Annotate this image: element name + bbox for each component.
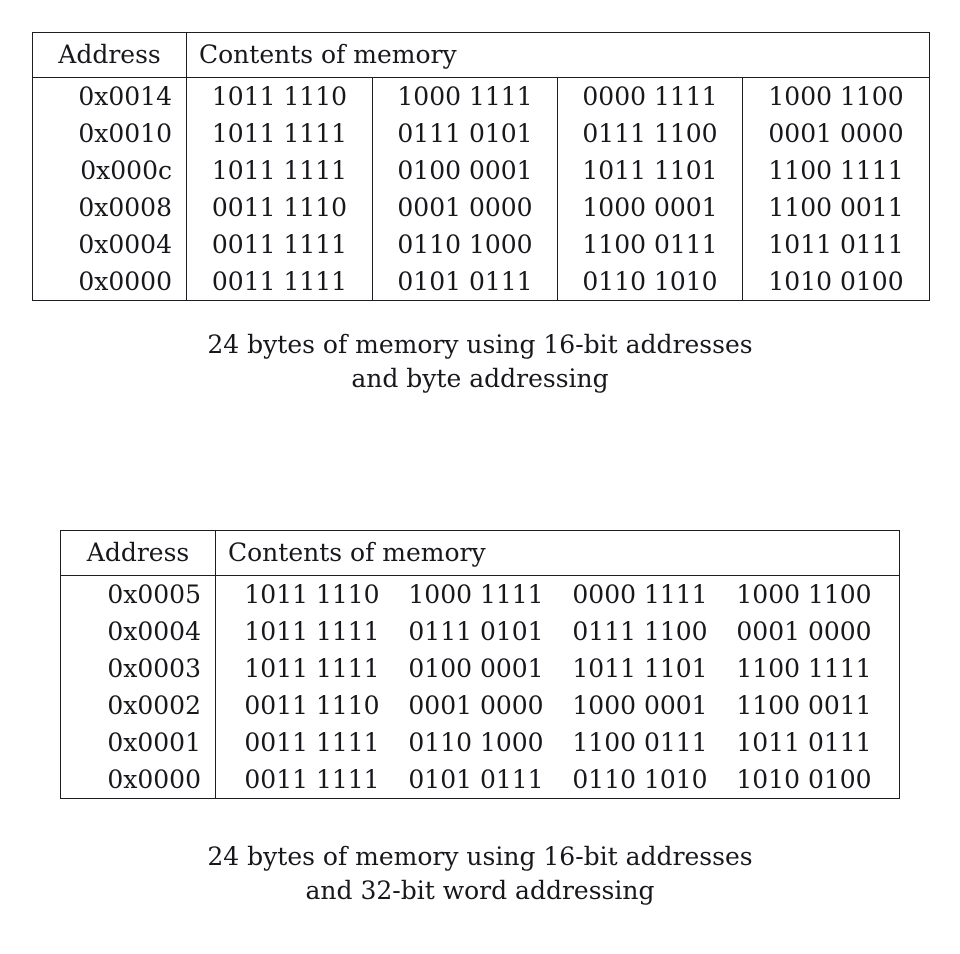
cell-byte: 0111 0101 bbox=[372, 115, 558, 152]
table-row: 0x0001 0011 1111 0110 1000 1100 0111 1011 0… bbox=[60, 724, 900, 761]
cell-byte: 0001 0000 bbox=[741, 115, 930, 152]
cell-byte: 1010 0100 bbox=[741, 263, 930, 301]
cell-byte: 1011 1101 bbox=[572, 654, 708, 683]
cell-address: 0x0010 bbox=[32, 115, 187, 152]
cell-byte: 1100 1111 bbox=[741, 152, 930, 189]
table-row: 0x0014 1011 1110 1000 1111 0000 1111 100… bbox=[32, 77, 930, 115]
table-row: 0x0010 1011 1111 0111 0101 0111 1100 000… bbox=[32, 115, 930, 152]
column-header-contents: Contents of memory bbox=[186, 32, 930, 78]
cell-byte: 1100 0111 bbox=[572, 728, 708, 757]
table-row: 0x0005 1011 1110 1000 1111 0000 1111 1000 1… bbox=[60, 575, 900, 614]
cell-byte: 1100 0011 bbox=[736, 691, 872, 720]
table-row: 0x0000 0011 1111 0101 0111 0110 1010 101… bbox=[32, 263, 930, 301]
cell-address: 0x0003 bbox=[60, 650, 216, 687]
cell-byte: 1011 1111 bbox=[244, 617, 380, 646]
cell-word-contents: 0011 1111 0101 0111 0110 1010 1010 0100 bbox=[216, 761, 900, 799]
cell-address: 0x000c bbox=[32, 152, 187, 189]
table-row: 0x0003 1011 1111 0100 0001 1011 1101 1100 1… bbox=[60, 650, 900, 687]
cell-byte: 1011 0111 bbox=[736, 728, 872, 757]
column-header-address: Address bbox=[32, 32, 187, 78]
cell-address: 0x0004 bbox=[60, 613, 216, 650]
cell-word-contents: 1011 1110 1000 1111 0000 1111 1000 1100 bbox=[216, 576, 900, 614]
cell-byte: 0100 0001 bbox=[408, 654, 544, 683]
memory-table-word-addressing: Address Contents of memory 0x0005 1011 1… bbox=[60, 530, 900, 799]
cell-byte: 0011 1111 bbox=[244, 765, 380, 794]
table-row: 0x0000 0011 1111 0101 0111 0110 1010 1010 0… bbox=[60, 761, 900, 799]
cell-byte: 1011 1111 bbox=[211, 156, 348, 185]
cell-address: 0x0000 bbox=[32, 263, 187, 301]
table-row: 0x0004 0011 1111 0110 1000 1100 0111 101… bbox=[32, 226, 930, 263]
cell-byte: 0001 0000 bbox=[408, 691, 544, 720]
caption-line-1: 24 bytes of memory using 16-bit addresse… bbox=[207, 842, 753, 871]
cell-byte: 0110 1010 bbox=[572, 765, 708, 794]
table-row: 0x0004 1011 1111 0111 0101 0111 1100 0001 0… bbox=[60, 613, 900, 650]
cell-byte: 1100 1111 bbox=[736, 654, 872, 683]
cell-byte: 0000 1111 bbox=[572, 580, 708, 609]
cell-byte: 1000 1100 bbox=[736, 580, 872, 609]
cell-word-contents: 0011 1111 0110 1000 1100 0111 1011 0111 bbox=[216, 724, 900, 761]
cell-byte: 0000 1111 bbox=[557, 77, 743, 115]
table-header-row: Address Contents of memory bbox=[32, 32, 930, 78]
cell-byte: 1100 0111 bbox=[557, 226, 743, 263]
cell-byte: 1000 0001 bbox=[557, 189, 743, 226]
cell-byte: 1100 0011 bbox=[741, 189, 930, 226]
cell-address: 0x0008 bbox=[32, 189, 187, 226]
cell-byte: 1011 1101 bbox=[557, 152, 743, 189]
caption-line-2: and 32-bit word addressing bbox=[305, 876, 655, 905]
cell-byte: 1011 1111 bbox=[211, 119, 348, 148]
figure-caption-word-addressing: 24 bytes of memory using 16-bit addresse… bbox=[0, 840, 960, 908]
column-header-address: Address bbox=[60, 530, 216, 576]
cell-byte: 0011 1110 bbox=[244, 691, 380, 720]
cell-byte: 0111 0101 bbox=[408, 617, 544, 646]
table-header-row: Address Contents of memory bbox=[60, 530, 900, 576]
cell-byte: 0110 1010 bbox=[557, 263, 743, 301]
cell-word-contents: 1011 1111 0111 0101 0111 1100 0001 0000 bbox=[216, 613, 900, 650]
cell-byte: 0001 0000 bbox=[372, 189, 558, 226]
cell-byte: 1000 1100 bbox=[741, 77, 930, 115]
cell-byte: 1011 1111 bbox=[244, 654, 380, 683]
cell-byte: 1000 1111 bbox=[372, 77, 558, 115]
cell-byte: 1011 0111 bbox=[741, 226, 930, 263]
cell-address: 0x0001 bbox=[60, 724, 216, 761]
cell-address: 0x0004 bbox=[32, 226, 187, 263]
cell-byte: 0101 0111 bbox=[408, 765, 544, 794]
cell-byte: 1011 1110 bbox=[211, 82, 348, 111]
table-row: 0x000c 1011 1111 0100 0001 1011 1101 110… bbox=[32, 152, 930, 189]
cell-byte: 1000 1111 bbox=[408, 580, 544, 609]
cell-address: 0x0014 bbox=[32, 77, 187, 115]
cell-address: 0x0005 bbox=[60, 575, 216, 613]
cell-byte: 0110 1000 bbox=[408, 728, 544, 757]
caption-line-2: and byte addressing bbox=[351, 364, 609, 393]
cell-byte: 0111 1100 bbox=[572, 617, 708, 646]
cell-byte: 0011 1111 bbox=[211, 230, 348, 259]
cell-byte: 0110 1000 bbox=[372, 226, 558, 263]
cell-byte: 0011 1111 bbox=[211, 267, 348, 296]
cell-byte: 1000 0001 bbox=[572, 691, 708, 720]
cell-byte: 1010 0100 bbox=[736, 765, 872, 794]
cell-byte: 0100 0001 bbox=[372, 152, 558, 189]
cell-byte: 0011 1111 bbox=[244, 728, 380, 757]
caption-line-1: 24 bytes of memory using 16-bit addresse… bbox=[207, 330, 753, 359]
column-header-contents: Contents of memory bbox=[215, 530, 900, 576]
table-row: 0x0002 0011 1110 0001 0000 1000 0001 1100 0… bbox=[60, 687, 900, 724]
figure-caption-byte-addressing: 24 bytes of memory using 16-bit addresse… bbox=[0, 328, 960, 396]
cell-byte: 0001 0000 bbox=[736, 617, 872, 646]
memory-table-byte-addressing: Address Contents of memory 0x0014 1011 1… bbox=[32, 32, 931, 301]
cell-address: 0x0000 bbox=[60, 761, 216, 799]
table-row: 0x0008 0011 1110 0001 0000 1000 0001 110… bbox=[32, 189, 930, 226]
cell-byte: 0101 0111 bbox=[372, 263, 558, 301]
cell-byte: 0011 1110 bbox=[211, 193, 348, 222]
cell-address: 0x0002 bbox=[60, 687, 216, 724]
cell-byte: 1011 1110 bbox=[244, 580, 380, 609]
cell-word-contents: 0011 1110 0001 0000 1000 0001 1100 0011 bbox=[216, 687, 900, 724]
cell-word-contents: 1011 1111 0100 0001 1011 1101 1100 1111 bbox=[216, 650, 900, 687]
cell-byte: 0111 1100 bbox=[557, 115, 743, 152]
